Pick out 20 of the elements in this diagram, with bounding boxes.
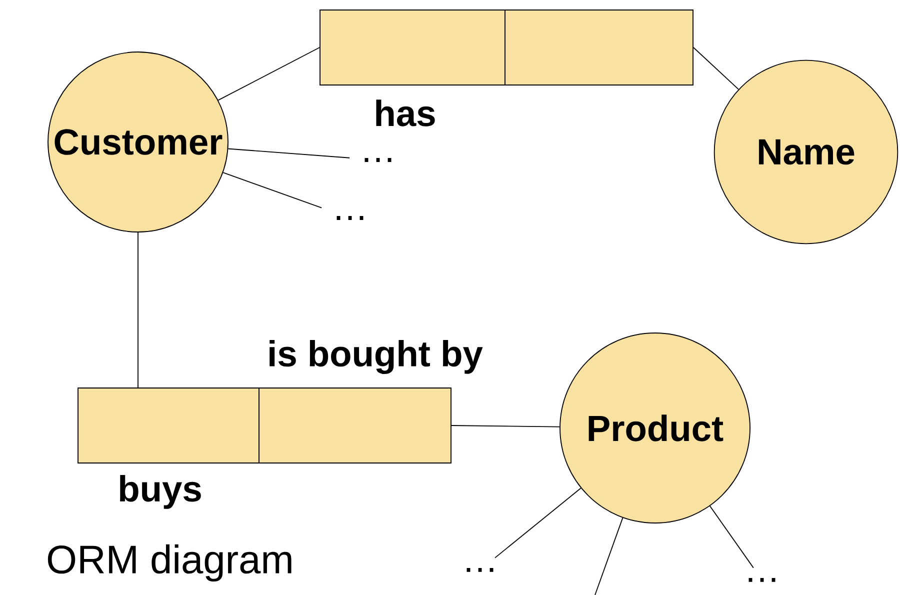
connector-line: [693, 47, 739, 90]
role-box: [504, 10, 694, 86]
ellipsis-text: …: [364, 158, 392, 162]
ellipsis-text: …: [466, 568, 494, 572]
connector-line: [228, 148, 350, 158]
ellipsis-text: …: [748, 578, 776, 582]
connector-line: [222, 172, 322, 208]
reading-label: is bought by: [270, 340, 483, 374]
caption: ORM diagram: [48, 544, 292, 582]
connector-line: [451, 425, 560, 428]
connector-line: [594, 517, 624, 595]
ellipsis-text: …: [336, 216, 364, 220]
reading-label: buys: [120, 475, 201, 509]
connector-line: [218, 47, 320, 101]
reading-label: has: [376, 100, 435, 126]
connector-line: [709, 506, 754, 568]
connector-line: [494, 488, 582, 558]
role-box: [258, 388, 452, 464]
role-box: [78, 388, 260, 464]
role-box: [320, 10, 506, 86]
